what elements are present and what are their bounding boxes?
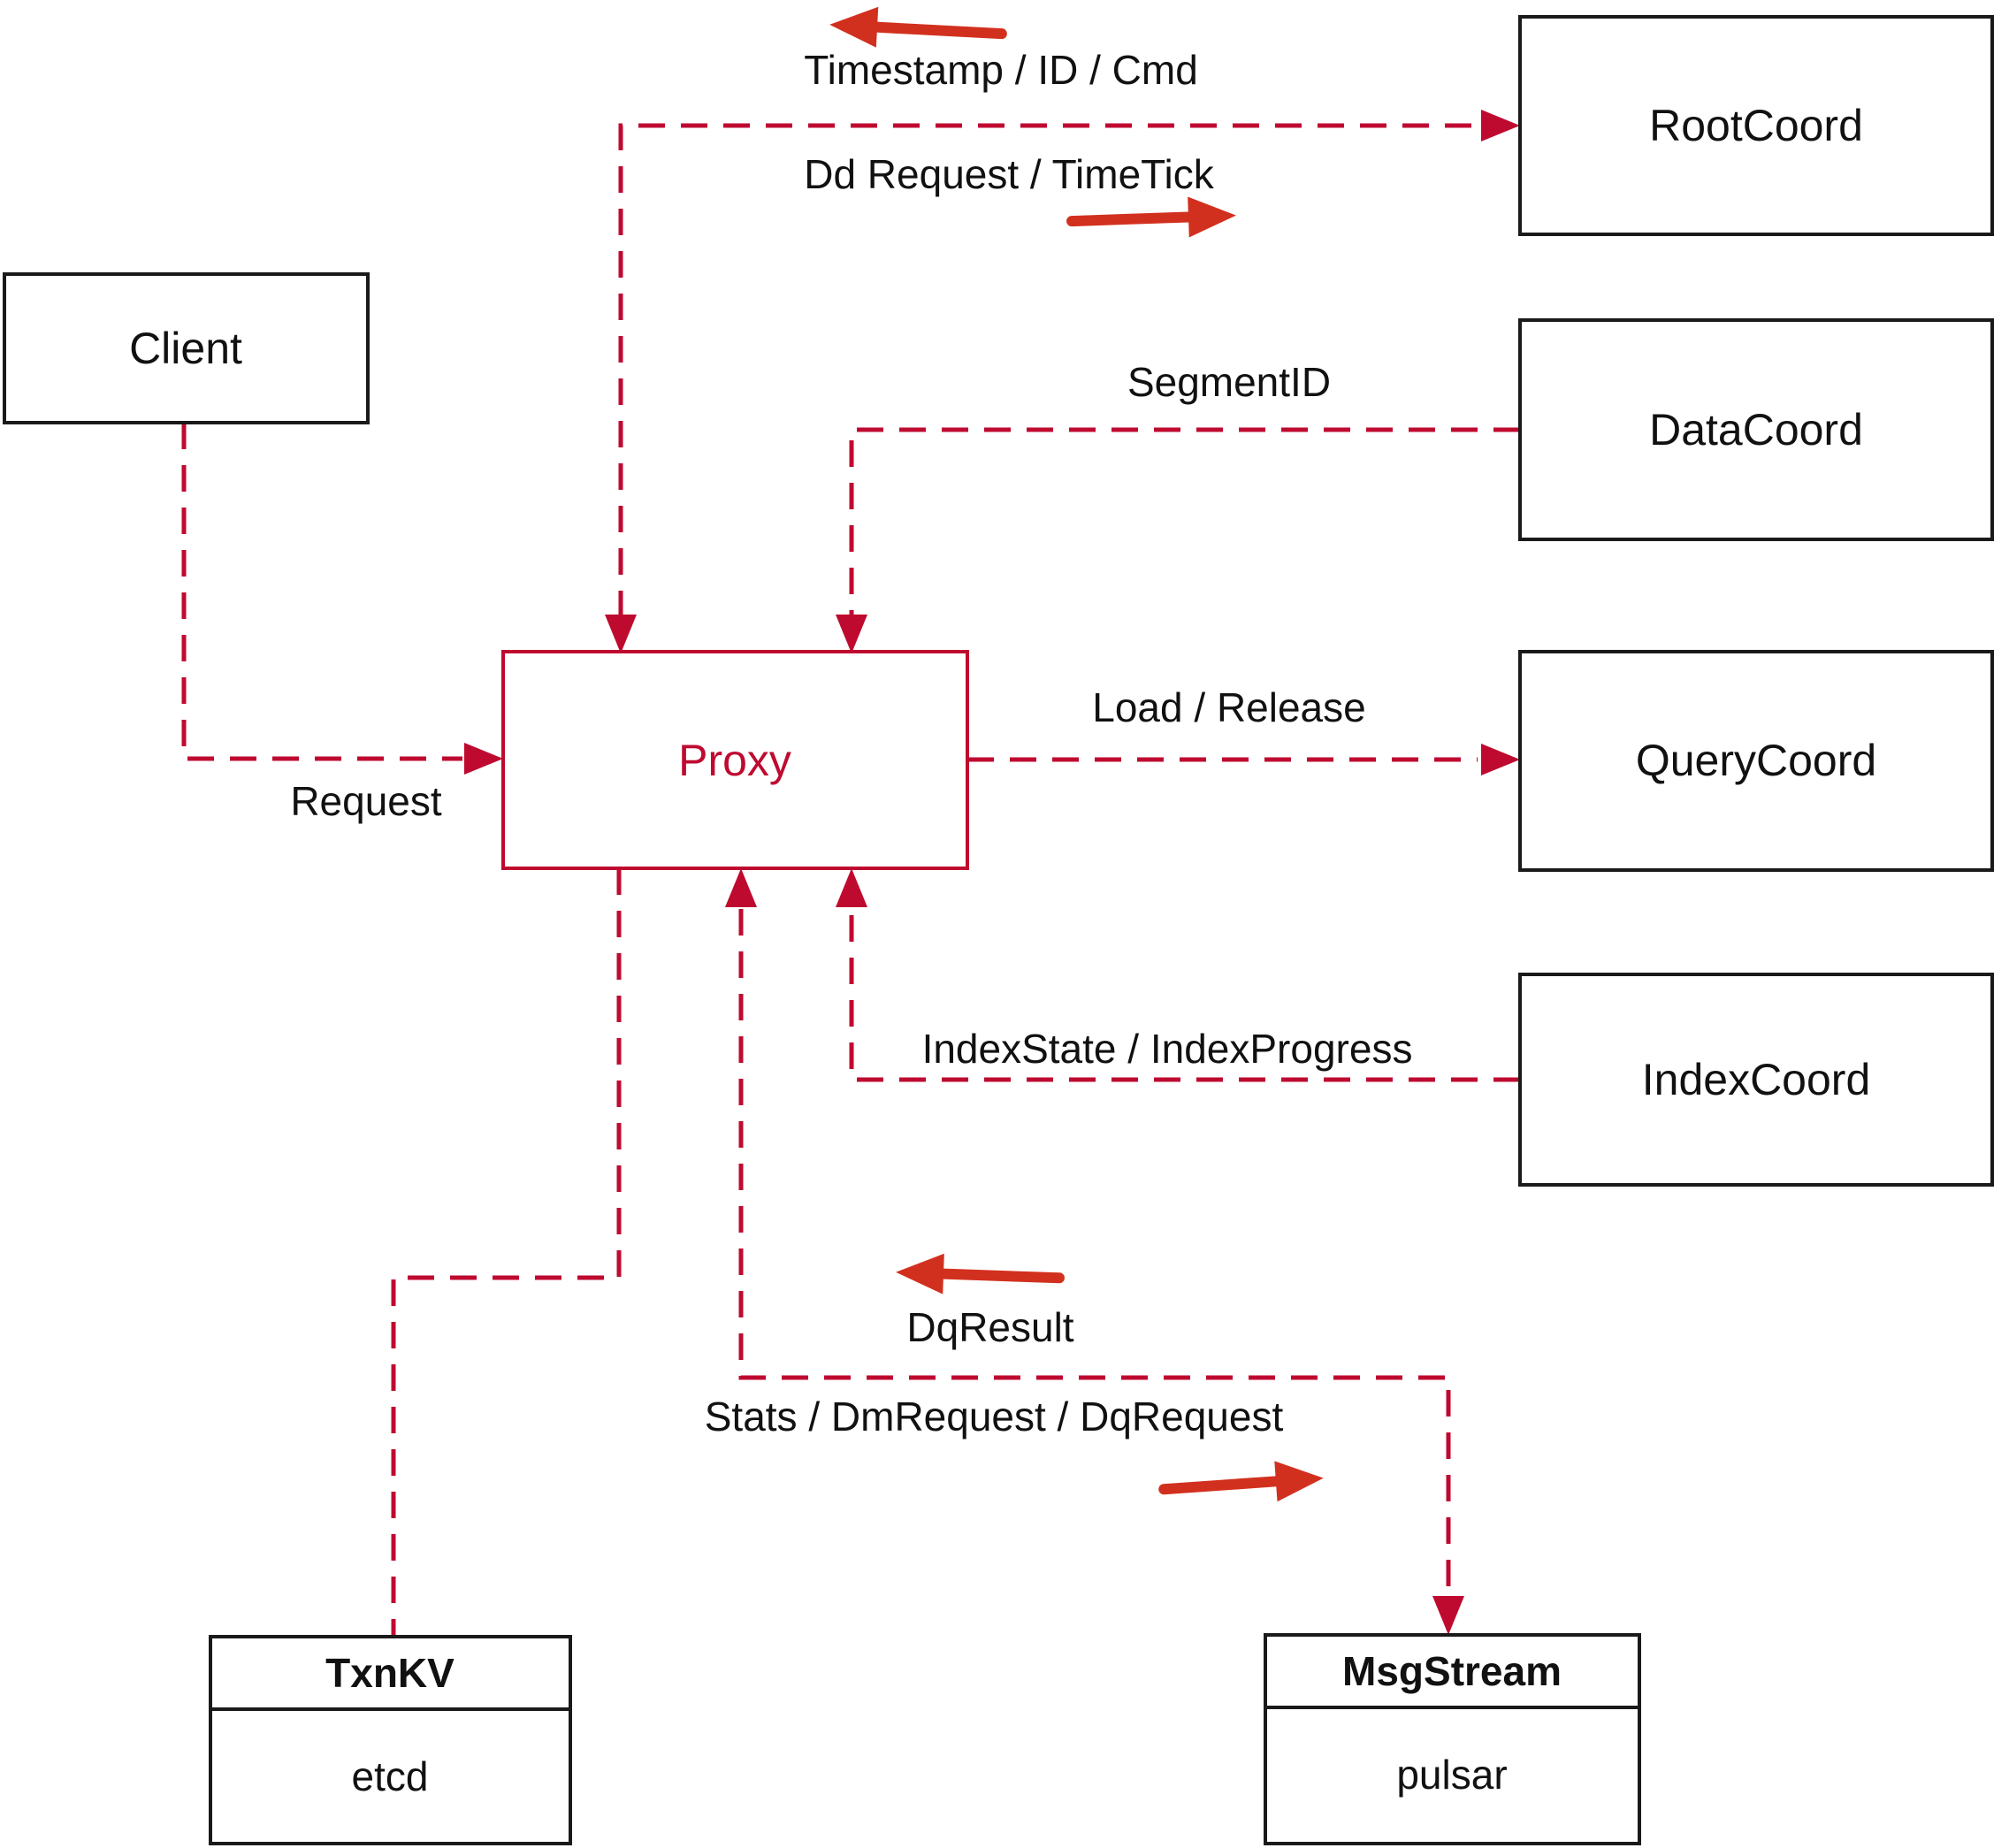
node-rootcoord: RootCoord bbox=[1518, 15, 1994, 236]
edge-label-index-state: IndexState / IndexProgress bbox=[922, 1026, 1413, 1072]
edge-proxy-msgstream bbox=[738, 909, 1451, 1594]
node-txnkv: TxnKV etcd bbox=[209, 1635, 572, 1845]
arrowhead-into-rootcoord-icon bbox=[1481, 110, 1520, 141]
node-indexcoord: IndexCoord bbox=[1518, 973, 1994, 1187]
direction-arrow-dqresult-left-icon bbox=[896, 1253, 1065, 1294]
msgstream-title: MsgStream bbox=[1342, 1648, 1562, 1694]
node-querycoord: QueryCoord bbox=[1518, 650, 1994, 872]
indexcoord-label: IndexCoord bbox=[1642, 1055, 1871, 1104]
edge-client-proxy bbox=[181, 423, 462, 761]
arrowhead-into-proxy-bottom-left-icon bbox=[725, 868, 757, 907]
edge-label-segment-id: SegmentID bbox=[1127, 359, 1331, 405]
arrowhead-into-proxy-bottom-right-icon bbox=[836, 868, 867, 907]
node-msgstream: MsgStream pulsar bbox=[1264, 1633, 1641, 1845]
arrowhead-into-querycoord-icon bbox=[1481, 744, 1520, 775]
txnkv-subtitle: etcd bbox=[352, 1753, 429, 1799]
edge-label-load-release: Load / Release bbox=[1092, 684, 1365, 730]
querycoord-label: QueryCoord bbox=[1636, 736, 1876, 785]
edge-datacoord-proxy bbox=[849, 427, 1520, 615]
edge-label-timestamp: Timestamp / ID / Cmd bbox=[804, 47, 1198, 93]
proxy-label: Proxy bbox=[678, 736, 791, 785]
node-proxy: Proxy bbox=[501, 650, 969, 870]
direction-arrow-ddrequest-right-icon bbox=[1066, 196, 1236, 238]
node-client: Client bbox=[3, 272, 370, 424]
edge-label-request: Request bbox=[290, 778, 442, 824]
arrowhead-into-proxy-top-left-icon bbox=[605, 615, 637, 653]
arrowhead-into-msgstream-icon bbox=[1432, 1596, 1464, 1635]
client-label: Client bbox=[129, 324, 242, 373]
node-datacoord: DataCoord bbox=[1518, 318, 1994, 541]
edge-label-stats: Stats / DmRequest / DqRequest bbox=[705, 1394, 1284, 1439]
edge-label-dq-result: DqResult bbox=[906, 1304, 1073, 1350]
arrowhead-into-proxy-top-right-icon bbox=[836, 615, 867, 653]
edge-label-dd-request: Dd Request / TimeTick bbox=[804, 151, 1215, 197]
datacoord-label: DataCoord bbox=[1649, 405, 1863, 454]
edge-proxy-rootcoord bbox=[618, 123, 1478, 617]
direction-arrow-stats-right-icon bbox=[1158, 1461, 1324, 1502]
msgstream-subtitle: pulsar bbox=[1396, 1752, 1507, 1798]
direction-arrow-timestamp-left-icon bbox=[829, 6, 1007, 48]
edge-proxy-txnkv bbox=[391, 868, 622, 1637]
edge-indexcoord-proxy bbox=[849, 909, 1520, 1082]
arrowhead-into-proxy-left-icon bbox=[464, 743, 503, 775]
rootcoord-label: RootCoord bbox=[1649, 101, 1863, 150]
txnkv-title: TxnKV bbox=[325, 1650, 455, 1696]
